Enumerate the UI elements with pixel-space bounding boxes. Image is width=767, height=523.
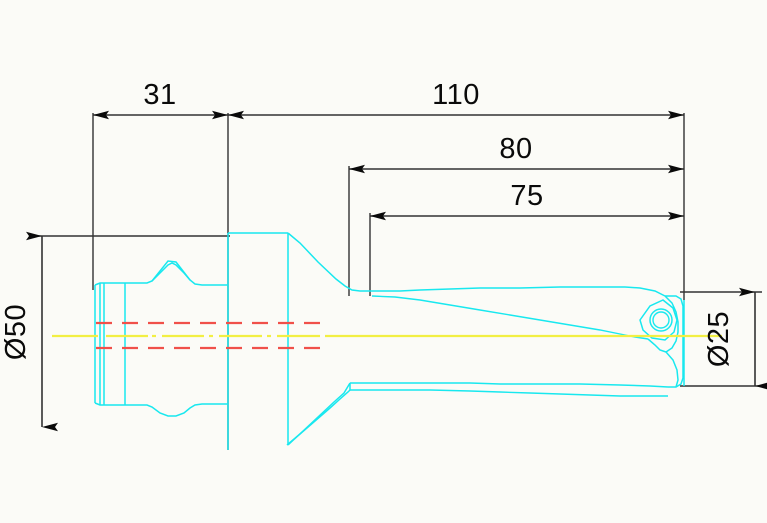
lower-taper-inner [287, 382, 351, 446]
dimension-label-31: 31 [143, 79, 176, 111]
dimension-label-dia50: Ø50 [0, 304, 32, 360]
dimension-label-110: 110 [432, 79, 480, 111]
tip-outer-right [664, 295, 679, 353]
tip-flute-junction [647, 338, 667, 353]
tip-lower-web [665, 351, 679, 388]
shank-top-profile [94, 262, 228, 286]
dimension-label-80: 80 [499, 133, 532, 165]
dimension-label-dia25: Ø25 [703, 311, 735, 367]
dimension-labels: 31 110 80 75 Ø50 Ø25 [0, 79, 735, 367]
tip-right-edge [665, 295, 684, 388]
hidden-coolant-channels [96, 321, 330, 350]
body-top-profile [372, 286, 666, 297]
insert-pocket-outline [639, 299, 678, 341]
body-bottom-profile [350, 382, 669, 388]
part-geometry [94, 232, 685, 450]
insert-screw-hole [649, 308, 673, 332]
shank-bottom-profile [94, 402, 228, 417]
flute-line-upper [371, 295, 649, 340]
dimension-label-75: 75 [510, 180, 543, 212]
upper-taper-profile [287, 232, 372, 292]
shank-groove-top [151, 260, 191, 282]
dimension-lines [26, 110, 767, 432]
insert-screw-hole-inner [652, 311, 670, 329]
flute-line-lower [350, 389, 668, 397]
